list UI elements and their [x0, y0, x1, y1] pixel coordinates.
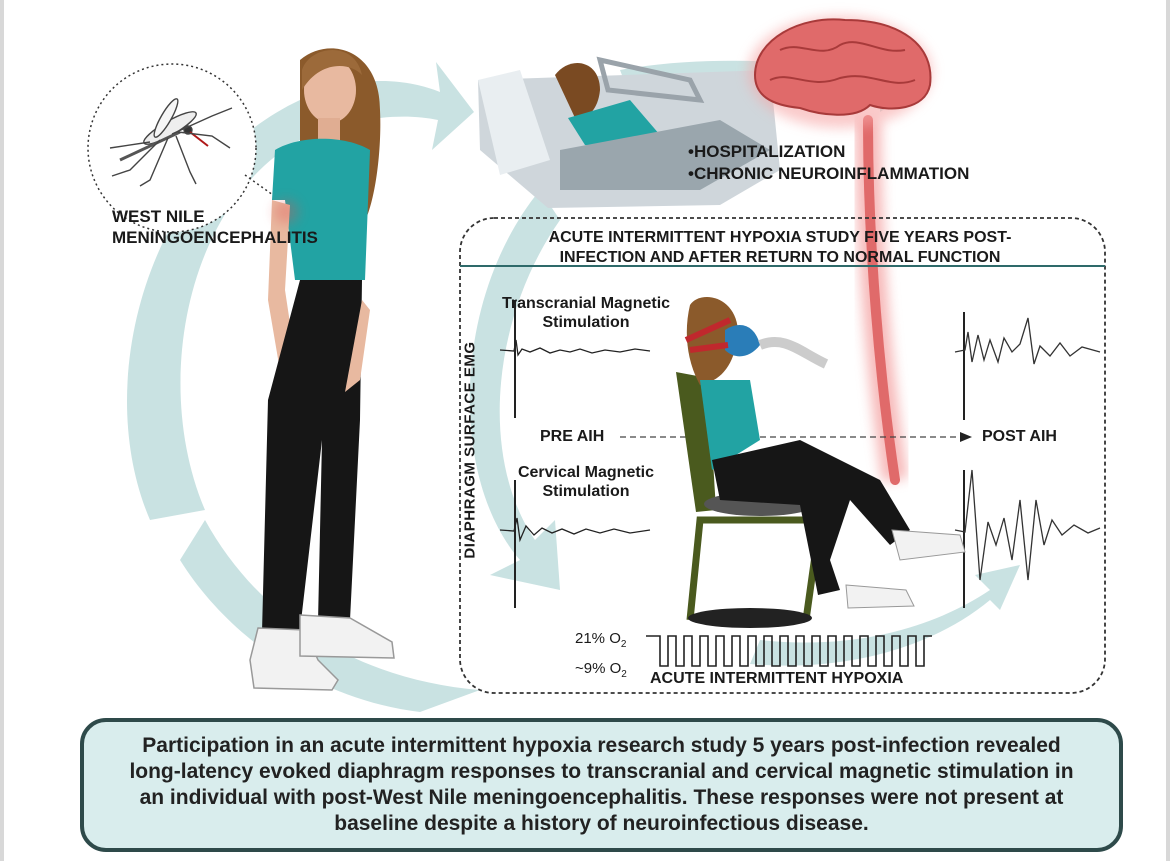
summary-caption-box: Participation in an acute intermittent h…: [80, 718, 1123, 852]
blanket: [560, 120, 770, 190]
tms-label-line2: Stimulation: [542, 314, 630, 331]
hospital-item: •HOSPITALIZATION: [688, 142, 846, 161]
arrow-inner: [469, 190, 560, 590]
right-border: [1166, 0, 1170, 861]
left-border: [0, 0, 4, 861]
hospital-item: •CHRONIC NEUROINFLAMMATION: [688, 164, 970, 183]
woman-standing: [249, 48, 395, 691]
breathing-tube: [758, 337, 829, 369]
pre-aih-label: PRE AIH: [540, 428, 605, 445]
tms-label-line1: Transcranial Magnetic: [501, 295, 671, 312]
o2-low-prefix: ~9% O: [575, 660, 622, 677]
right-shoe: [299, 614, 395, 659]
infection-label-line2: MENINGOENCEPHALITIS: [112, 228, 318, 247]
mosquito-callout: [87, 63, 281, 233]
cms-label-line1: Cervical Magnetic: [517, 464, 655, 481]
cms-post-trace: [954, 469, 1101, 581]
protocol-label: ACUTE INTERMITTENT HYPOXIA: [650, 670, 904, 687]
patient-hair: [555, 63, 600, 120]
hospital-label: •HOSPITALIZATION •CHRONIC NEUROINFLAMMAT…: [688, 141, 969, 185]
post-aih-label: POST AIH: [982, 428, 1057, 445]
brain-spinal-cord: [748, 16, 932, 485]
seated-leggings: [712, 440, 910, 595]
infection-label: WEST NILE MENINGOENCEPHALITIS: [112, 206, 318, 248]
arrow-head-icon: [960, 432, 972, 442]
cms-pre-trace: [499, 517, 651, 543]
tms-label: Transcranial Magnetic Stimulation: [486, 294, 686, 332]
cms-label-line2: Stimulation: [542, 483, 630, 500]
cms-label: Cervical Magnetic Stimulation: [486, 463, 686, 501]
pre-post-arrow: [620, 432, 972, 442]
chair: [686, 516, 825, 621]
summary-caption-text: Participation in an acute intermittent h…: [129, 734, 1074, 835]
bite-mark: [274, 200, 298, 224]
seated-shirt: [700, 380, 760, 470]
hospital-scene: [478, 56, 780, 208]
emg-axes: [514, 300, 965, 608]
shirt: [272, 138, 370, 280]
seated-shoe-right: [891, 529, 966, 561]
mask-icon: [725, 325, 760, 357]
tms-post-trace: [954, 317, 1101, 365]
tms-pre-trace: [499, 339, 651, 357]
leggings: [262, 280, 362, 632]
o2-high-subscript: 2: [620, 639, 627, 650]
brain-icon: [753, 18, 932, 116]
infection-label-line1: WEST NILE: [112, 207, 205, 226]
study-title: ACUTE INTERMITTENT HYPOXIA STUDY FIVE YE…: [470, 228, 1090, 268]
study-title-line1: ACUTE INTERMITTENT HYPOXIA STUDY FIVE YE…: [548, 229, 1012, 246]
study-title-line2: INFECTION AND AFTER RETURN TO NORMAL FUN…: [559, 249, 1001, 266]
emg-traces: [499, 317, 1101, 581]
emg-y-axis-label: DIAPHRAGM SURFACE EMG: [461, 341, 479, 559]
aih-square-wave: [646, 635, 932, 667]
face: [304, 57, 356, 123]
o2-high-label: 21% O2: [575, 630, 626, 650]
o2-low-subscript: 2: [621, 669, 627, 680]
arrow-lower-right: [750, 565, 1020, 666]
o2-high-prefix: 21% O: [575, 630, 621, 647]
o2-low-label: ~9% O2: [575, 660, 627, 680]
study-box: [459, 217, 1106, 694]
woman-seated-mask: [676, 297, 966, 628]
mosquito-icon: [109, 98, 233, 187]
seated-shoe-left: [845, 584, 915, 609]
